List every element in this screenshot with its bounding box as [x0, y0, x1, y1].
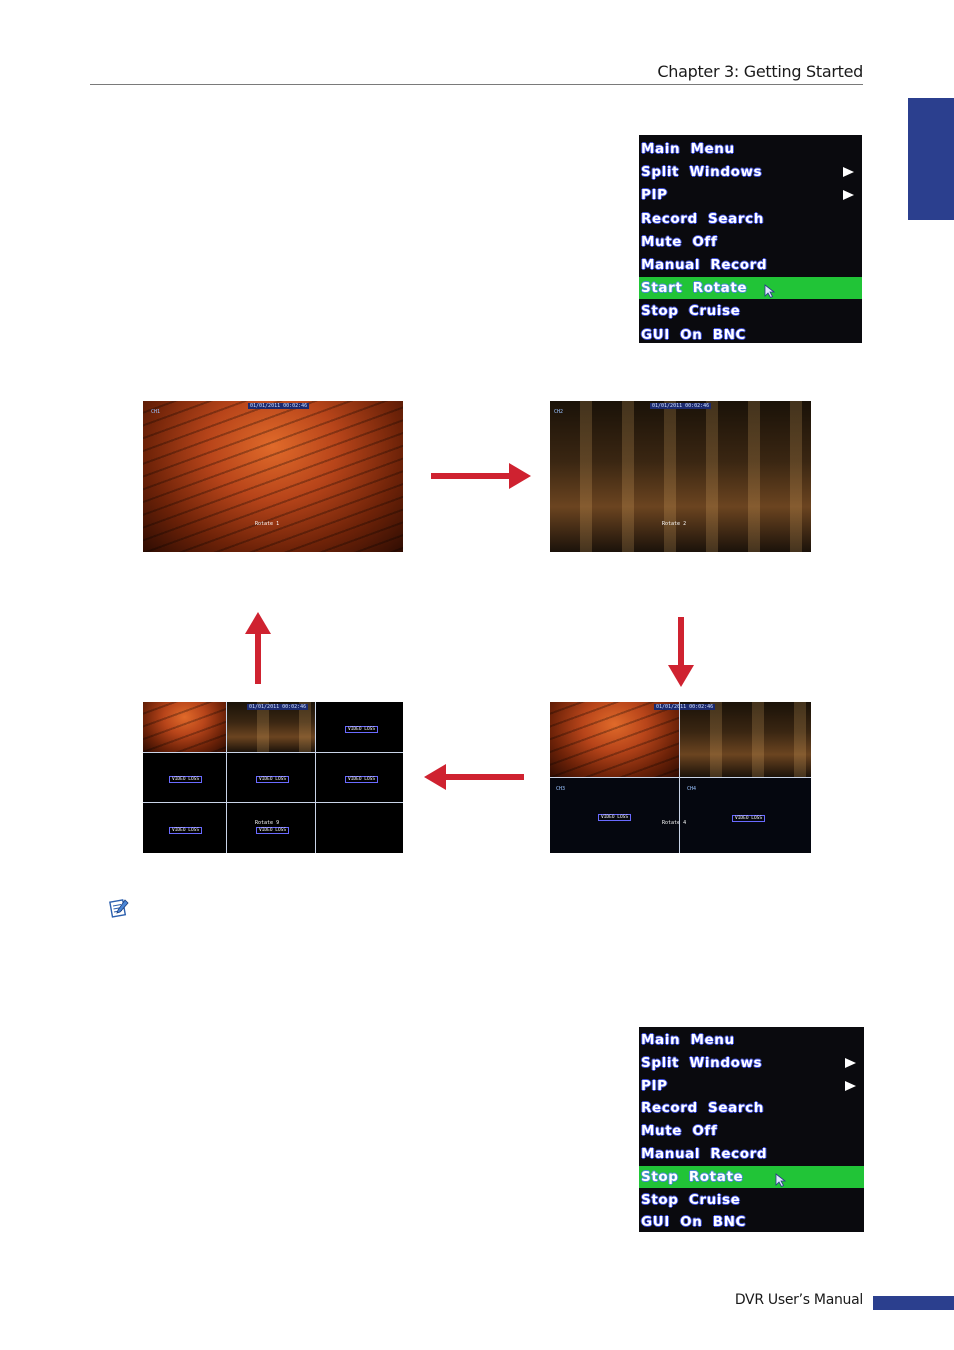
rotate-label: Rotate 1	[255, 521, 280, 527]
osd-menu-item[interactable]: Record Search	[639, 208, 862, 230]
osd-menu-item-label: Manual Record	[641, 1146, 768, 1162]
osd-menu-item-label: Split Windows	[641, 1054, 763, 1071]
osd-menu-item[interactable]: Record Search	[639, 1097, 864, 1119]
osd-menu-item[interactable]: Stop Cruise	[639, 1189, 864, 1211]
video-loss-label: VIDEO LOSS	[169, 776, 203, 783]
osd-menu-item[interactable]: Start Rotate	[639, 277, 862, 300]
osd-menu-item[interactable]: Stop Cruise	[639, 300, 862, 322]
note-icon	[109, 899, 129, 918]
video-loss-label: VIDEO LOSS	[598, 814, 632, 821]
timestamp: 01/01/2011 00:02:46	[654, 704, 716, 710]
camera-label: CH1	[151, 409, 161, 415]
submenu-arrow-icon	[845, 1080, 856, 1091]
osd-menu-item-label: Manual Record	[641, 257, 768, 273]
osd-menu-item[interactable]: PIP	[639, 1075, 864, 1097]
osd-menu-item[interactable]: Main Menu	[639, 1029, 864, 1051]
osd-menu-item[interactable]: Mute Off	[639, 231, 862, 253]
camera-screen-quad: 01/01/2011 00:02:46 CH3 CH4 VIDEO LOSS V…	[550, 702, 811, 853]
rotate-label: Rotate 4	[662, 820, 687, 826]
osd-menu-item-label: GUI On BNC	[641, 1214, 747, 1231]
osd-menu-item-label: PIP	[641, 1077, 668, 1094]
camera-label: CH2	[554, 409, 564, 415]
osd-menu-item-label: Split Windows	[641, 164, 763, 181]
osd-menu-item-label: Stop Rotate	[641, 1168, 744, 1185]
submenu-arrow-icon	[843, 190, 854, 201]
timestamp: 01/01/2011 00:02:46	[247, 704, 309, 710]
camera-screen-single-2: CH2 01/01/2011 00:02:46 Rotate 2	[550, 401, 811, 552]
timestamp: 01/01/2011 00:02:46	[248, 403, 310, 409]
video-loss-label: VIDEO LOSS	[345, 776, 379, 783]
timestamp: 01/01/2011 00:02:46	[650, 403, 712, 409]
osd-menu-item[interactable]: Split Windows	[639, 161, 862, 183]
chapter-title: Chapter 3: Getting Started	[657, 62, 863, 81]
osd-menu-item-label: Record Search	[641, 210, 764, 227]
osd-menu-item-label: Record Search	[641, 1100, 764, 1117]
osd-menu-item-label: Stop Cruise	[641, 1191, 741, 1208]
camera-screen-nine-split: 01/01/2011 00:02:46 VIDEO LOSS VIDEO LOS…	[143, 702, 403, 853]
video-loss-label: VIDEO LOSS	[256, 776, 290, 783]
video-loss-label: VIDEO LOSS	[256, 827, 290, 834]
osd-menu-item[interactable]: GUI On BNC	[639, 1211, 864, 1232]
osd-menu-item-label: PIP	[641, 187, 668, 204]
rotate-label: Rotate 9	[255, 820, 280, 826]
osd-menu-item[interactable]: Split Windows	[639, 1052, 864, 1074]
video-loss-label: VIDEO LOSS	[169, 827, 203, 834]
osd-menu-item[interactable]: Manual Record	[639, 254, 862, 276]
osd-menu-item-label: Stop Cruise	[641, 303, 741, 320]
manual-title: DVR User’s Manual	[734, 1292, 863, 1308]
camera-screen-single-1: CH1 01/01/2011 00:02:46 Rotate 1	[143, 401, 403, 552]
osd-menu-item-label: Main Menu	[641, 141, 735, 157]
osd-menu-item[interactable]: GUI On BNC	[639, 324, 862, 343]
osd-menu-item-label: GUI On BNC	[641, 326, 747, 343]
osd-menu-item-label: Start Rotate	[641, 280, 748, 297]
footer-bar	[873, 1296, 954, 1310]
osd-menu-item[interactable]: Stop Rotate	[639, 1165, 864, 1188]
camera-label: CH3	[556, 786, 566, 792]
mouse-pointer-icon	[775, 1172, 787, 1187]
rotate-label: Rotate 2	[662, 521, 687, 527]
submenu-arrow-icon	[845, 1057, 856, 1068]
mouse-pointer-icon	[764, 284, 776, 299]
chapter-side-tab	[908, 98, 954, 220]
osd-menu-item[interactable]: Manual Record	[639, 1143, 864, 1165]
page-header: Chapter 3: Getting Started	[90, 60, 863, 85]
osd-menu-item-label: Mute Off	[641, 233, 718, 250]
osd-menu-item-label: Main Menu	[641, 1032, 735, 1048]
osd-menu-item-label: Mute Off	[641, 1123, 718, 1140]
camera-label: CH4	[687, 786, 697, 792]
submenu-arrow-icon	[843, 167, 854, 178]
osd-menu-item[interactable]: Mute Off	[639, 1120, 864, 1142]
video-loss-label: VIDEO LOSS	[732, 815, 766, 822]
video-loss-label: VIDEO LOSS	[345, 726, 379, 733]
osd-menu-item[interactable]: PIP	[639, 184, 862, 206]
osd-menu-item[interactable]: Main Menu	[639, 138, 862, 160]
